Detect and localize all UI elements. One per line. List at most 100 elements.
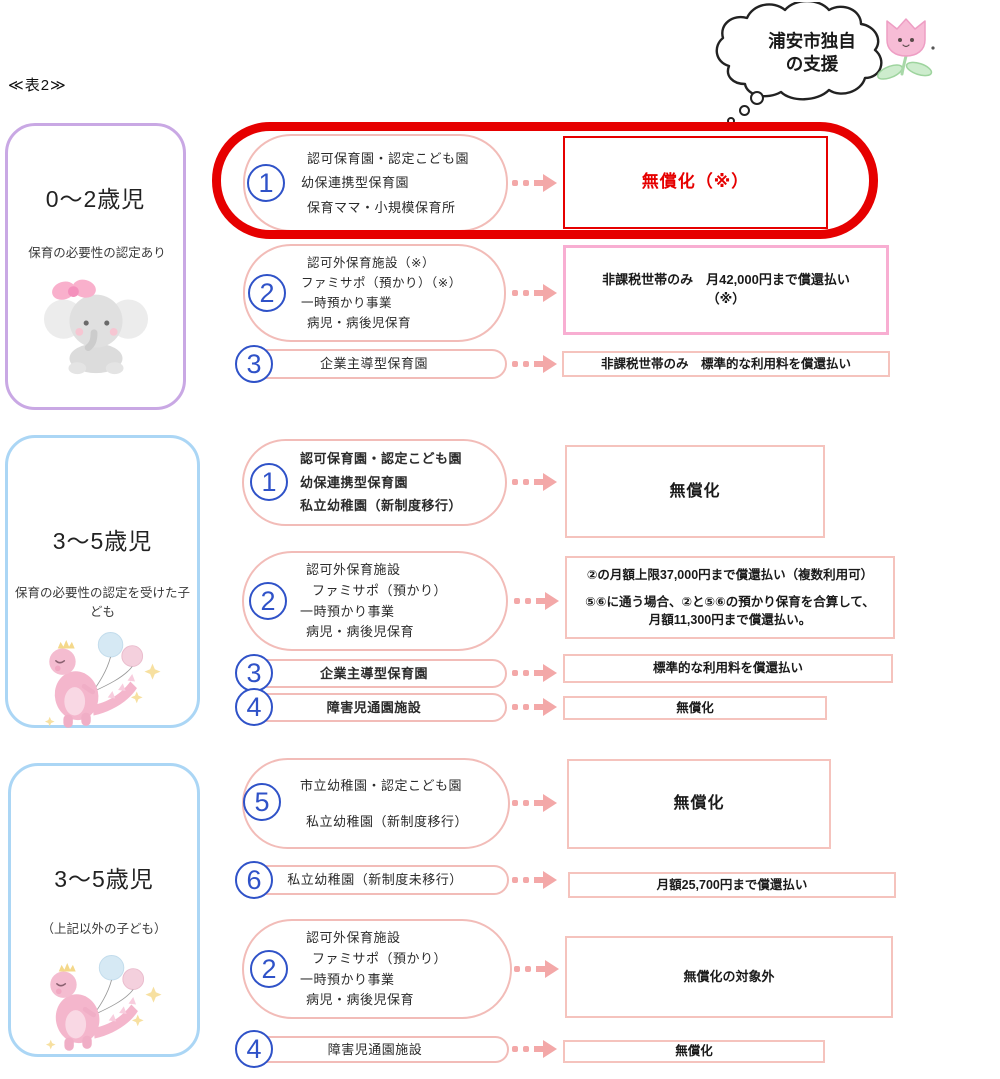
result-box: ②の月額上限37,000円まで償還払い（複数利用可） ⑤⑥に通う場合、②と⑤⑥の… [565,556,895,639]
dashed-arrow-icon [512,698,557,716]
result-box: 月額25,700円まで償還払い [568,872,896,898]
dashed-arrow-icon [512,473,557,491]
row-number-badge: 2 [250,950,288,988]
result-box: 無償化 [567,759,831,849]
result-line: （※） [706,291,746,306]
result-box: 非課税世帯のみ 標準的な利用料を償還払い [562,351,890,377]
facility-line: 病児・病後児保育 [306,992,415,1008]
result-line: 無償化の対象外 [683,968,775,984]
result-box: 無償化 [565,445,825,538]
age-card-0-2: 0～2歳児 保育の必要性の認定あり [5,123,186,410]
row-number-badge: 2 [249,582,287,620]
facility-line: 障害児通園施設 [327,1041,423,1057]
thought-tail-circle [750,91,764,105]
row-number-badge: 2 [248,274,286,312]
result-line: 無償化（※） [641,172,750,192]
dashed-arrow-icon [514,592,559,610]
facility-line: 認可保育園・認定こども園 [300,451,463,467]
result-box: 無償化（※） [563,136,828,229]
thought-tail-circle [739,105,750,116]
facility-line: 一時預かり事業 [300,971,395,987]
facility-line: 私立幼稚園（新制度移行） [300,498,463,514]
table-label: ≪表2≫ [8,77,67,94]
facility-line: 私立幼稚園（新制度未移行） [287,872,463,888]
age-card-3-5-certified: 3～5歳児 保育の必要性の認定を受けた子ども [5,435,200,728]
callout-text-line1: 浦安市独自 [768,31,856,51]
facility-line: 幼保連携型保育園 [301,175,410,191]
row-number-badge: 4 [235,688,273,726]
age-card-title: 3～5歳児 [54,866,154,892]
age-card-subtitle: （上記以外の子ども） [41,922,167,936]
facility-line: 企業主導型保育園 [319,665,428,681]
facility-line: 一時預かり事業 [300,603,395,619]
result-line: 無償化 [676,700,714,715]
facility-line: 企業主導型保育園 [319,356,428,372]
result-line: 非課税世帯のみ 標準的な利用料を償還払い [600,356,851,371]
facility-line: 認可外保育施設 [306,930,401,946]
result-line: 標準的な利用料を償還払い [652,661,803,676]
dashed-arrow-icon [512,284,557,302]
elephant-icon [43,279,148,374]
facility-line: ファミサポ（預かり） [312,582,448,598]
facility-line: 病児・病後児保育 [307,315,412,330]
facility-line: 保育ママ・小規模保育所 [307,199,456,215]
facility-line: 認可外保育施設 [306,562,401,578]
row-number-badge: 3 [235,654,273,692]
facility-bubble: 障害児通園施設 [241,693,507,722]
facility-bubble: 企業主導型保育園 [241,349,507,379]
facility-bubble: 市立幼稚園・認定こども園 私立幼稚園（新制度移行） [242,758,510,849]
result-box: 標準的な利用料を償還払い [563,654,893,683]
thought-bubble [715,2,883,101]
row-number-badge: 4 [235,1030,273,1068]
result-box: 無償化 [563,696,827,720]
result-box: 無償化の対象外 [565,936,893,1018]
result-line: 無償化 [675,1044,713,1059]
dinosaur-icon [44,631,161,728]
age-card-title: 3～5歳児 [52,528,153,554]
facility-line: 認可保育園・認定こども園 [307,150,470,166]
row-number-badge: 5 [243,783,281,821]
facility-line: 認可外保育施設（※） [307,255,435,270]
dashed-arrow-icon [512,664,557,682]
age-card-subtitle: 保育の必要性の認定を受けた子ども [14,586,190,619]
tulip-icon [877,18,935,80]
facility-line: 市立幼稚園・認定こども園 [300,777,463,793]
dashed-arrow-icon [512,794,557,812]
facility-bubble: 私立幼稚園（新制度未移行） [241,865,509,895]
thought-tail-circle [727,117,735,125]
dinosaur-icon [45,954,162,1051]
age-card-subtitle: 保育の必要性の認定あり [28,246,166,260]
dashed-arrow-icon [512,1040,557,1058]
facility-bubble: 障害児通園施設 [241,1036,509,1063]
result-line: 月額11,300円まで償還払い。 [648,613,812,628]
result-line: 非課税世帯のみ 月42,000円まで償還払い [602,272,850,288]
dashed-arrow-icon [512,871,557,889]
result-box: 非課税世帯のみ 月42,000円まで償還払い （※） [563,245,889,335]
facility-line: 病児・病後児保育 [306,624,415,640]
row-number-badge: 1 [247,164,285,202]
result-line: 無償化 [669,482,721,500]
callout-text-line2: の支援 [785,54,839,74]
facility-bubble: 認可外保育施設（※） ファミサポ（預かり）（※） 一時預かり事業 病児・病後児保… [243,244,506,342]
facility-line: 私立幼稚園（新制度移行） [306,813,469,829]
row-number-badge: 6 [235,861,273,899]
dashed-arrow-icon [512,174,557,192]
age-card-3-5-other: 3～5歳児 （上記以外の子ども） [8,763,200,1057]
facility-line: ファミサポ（預かり）（※） [301,275,462,290]
result-box: 無償化 [563,1040,825,1063]
facility-line: ファミサポ（預かり） [312,950,448,966]
row-number-badge: 3 [235,345,273,383]
facility-line: 幼保連携型保育園 [300,474,409,490]
result-line: 無償化 [673,795,725,813]
result-line: ②の月額上限37,000円まで償還払い（複数利用可） [586,567,874,582]
dashed-arrow-icon [512,355,557,373]
row-number-badge: 1 [250,463,288,501]
facility-bubble: 認可保育園・認定こども園 幼保連携型保育園 保育ママ・小規模保育所 [243,134,508,232]
result-line: 月額25,700円まで償還払い [656,877,808,892]
result-line: ⑤⑥に通う場合、②と⑤⑥の預かり保育を合算して、 [585,594,875,609]
facility-line: 一時預かり事業 [301,295,393,310]
facility-bubble: 企業主導型保育園 [241,659,507,688]
age-card-title: 0～2歳児 [45,186,146,212]
facility-line: 障害児通園施設 [326,699,422,715]
